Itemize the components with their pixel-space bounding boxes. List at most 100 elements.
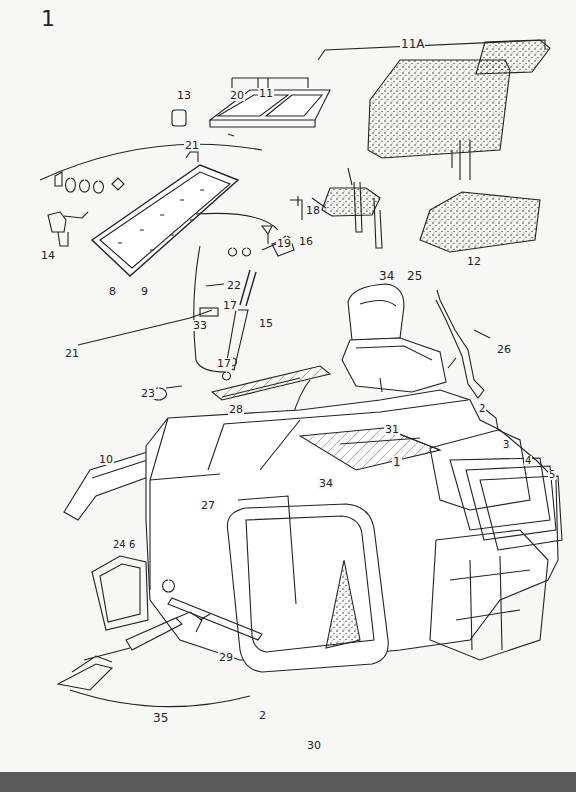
drawing-stroke (360, 300, 396, 306)
callout-number: 25 (406, 270, 423, 282)
drawing-stroke (272, 236, 294, 256)
callout-number: 30 (306, 740, 322, 751)
drawing-stroke (212, 366, 330, 400)
drawing-stroke (186, 152, 198, 162)
drawing-stroke (40, 144, 262, 180)
drawing-stroke (476, 40, 550, 74)
drawing-stroke (229, 244, 277, 256)
callout-number: 13 (176, 90, 192, 101)
drawing-stroke (480, 476, 562, 550)
drawing-stroke (126, 618, 182, 650)
callout-number: 17 (216, 358, 232, 369)
callout-number: 9 (140, 286, 149, 297)
drawing-stroke (58, 664, 112, 690)
drawing-stroke (374, 198, 382, 248)
drawing-stroke (486, 410, 498, 430)
drawing-stroke (196, 213, 278, 230)
drawing-stroke (70, 690, 250, 707)
drawing-stroke (290, 196, 302, 220)
callout-number: 34 (378, 270, 395, 282)
callout-number: 35 (152, 712, 169, 724)
callout-number: 27 (200, 500, 216, 511)
callout-number: 21 (184, 140, 200, 151)
callout-number: 10 (98, 454, 114, 465)
callout-number: 2 (478, 404, 486, 414)
callout-number: 5 (548, 470, 556, 480)
callout-number: 29 (218, 652, 234, 663)
drawing-stroke (450, 556, 530, 650)
drawing-stroke (200, 308, 218, 316)
callout-number: 3 (502, 440, 510, 450)
drawing-stroke (452, 140, 470, 180)
drawing-stroke (348, 168, 362, 232)
drawing-stroke (206, 284, 224, 286)
drawing-stroke (348, 284, 404, 340)
callout-number: 2 (258, 710, 267, 721)
drawing-stroke (92, 556, 148, 630)
drawing-stroke (208, 400, 468, 470)
drawing-stroke (436, 290, 484, 398)
callout-number: 1 (392, 456, 402, 468)
drawing-stroke (163, 580, 175, 592)
callout-number: 4 (524, 456, 532, 466)
callout-number: 19 (276, 238, 292, 249)
drawing-stroke (55, 172, 124, 193)
callout-number: 33 (192, 320, 208, 331)
callout-number: 11 (258, 88, 274, 99)
drawing-stroke (0, 40, 576, 792)
drawing-stroke (0, 772, 576, 792)
drawing-stroke (100, 172, 230, 268)
drawing-stroke (78, 310, 212, 345)
drawing-stroke (168, 598, 262, 640)
callout-number: 28 (228, 404, 244, 415)
callout-number: 23 (140, 388, 156, 399)
callout-number: 17 (222, 300, 238, 311)
drawing-stroke (48, 212, 68, 246)
callout-number: 16 (298, 236, 314, 247)
callout-number: 1 (40, 8, 56, 30)
callout-number: 8 (108, 286, 117, 297)
drawing-stroke (100, 564, 140, 622)
drawing-stroke (150, 418, 220, 590)
drawing-stroke (368, 60, 510, 158)
drawing-stroke (72, 648, 130, 672)
drawing-stroke (210, 120, 315, 127)
callout-number: 34 (318, 478, 334, 489)
drawing-stroke (356, 346, 432, 392)
drawing-stroke (240, 270, 256, 306)
drawing-stroke (300, 428, 440, 470)
drawing-stroke (266, 95, 322, 116)
drawing-stroke (238, 496, 296, 604)
drawing-stroke (118, 190, 204, 250)
callout-number: 20 (229, 90, 245, 101)
drawing-stroke (228, 134, 234, 136)
callout-number: 14 (40, 250, 56, 261)
callout-number: 18 (305, 205, 321, 216)
drawing-stroke (430, 430, 530, 510)
drawing-stroke (430, 530, 548, 660)
drawing-stroke (64, 212, 88, 218)
drawing-stroke (322, 188, 380, 216)
drawing-stroke (262, 226, 272, 244)
drawing-stroke (420, 192, 540, 252)
callout-number: 26 (496, 344, 512, 355)
drawing-stroke (172, 110, 186, 126)
drawing-stroke (246, 516, 374, 652)
callout-number: 6 (128, 540, 136, 550)
callout-number: 31 (384, 424, 400, 435)
callout-number: 12 (466, 256, 482, 267)
callout-number: 24 (112, 540, 127, 550)
drawing-stroke (176, 612, 210, 632)
drawing-stroke (342, 338, 446, 392)
callout-number: 21 (64, 348, 80, 359)
callout-number: 22 (226, 280, 242, 291)
drawing-stroke (326, 560, 360, 648)
callout-number: 11A (400, 38, 425, 50)
drawing-stroke (448, 330, 490, 368)
drawing-stroke (227, 504, 388, 672)
drawing-stroke (222, 378, 300, 397)
callout-number: 15 (258, 318, 274, 329)
